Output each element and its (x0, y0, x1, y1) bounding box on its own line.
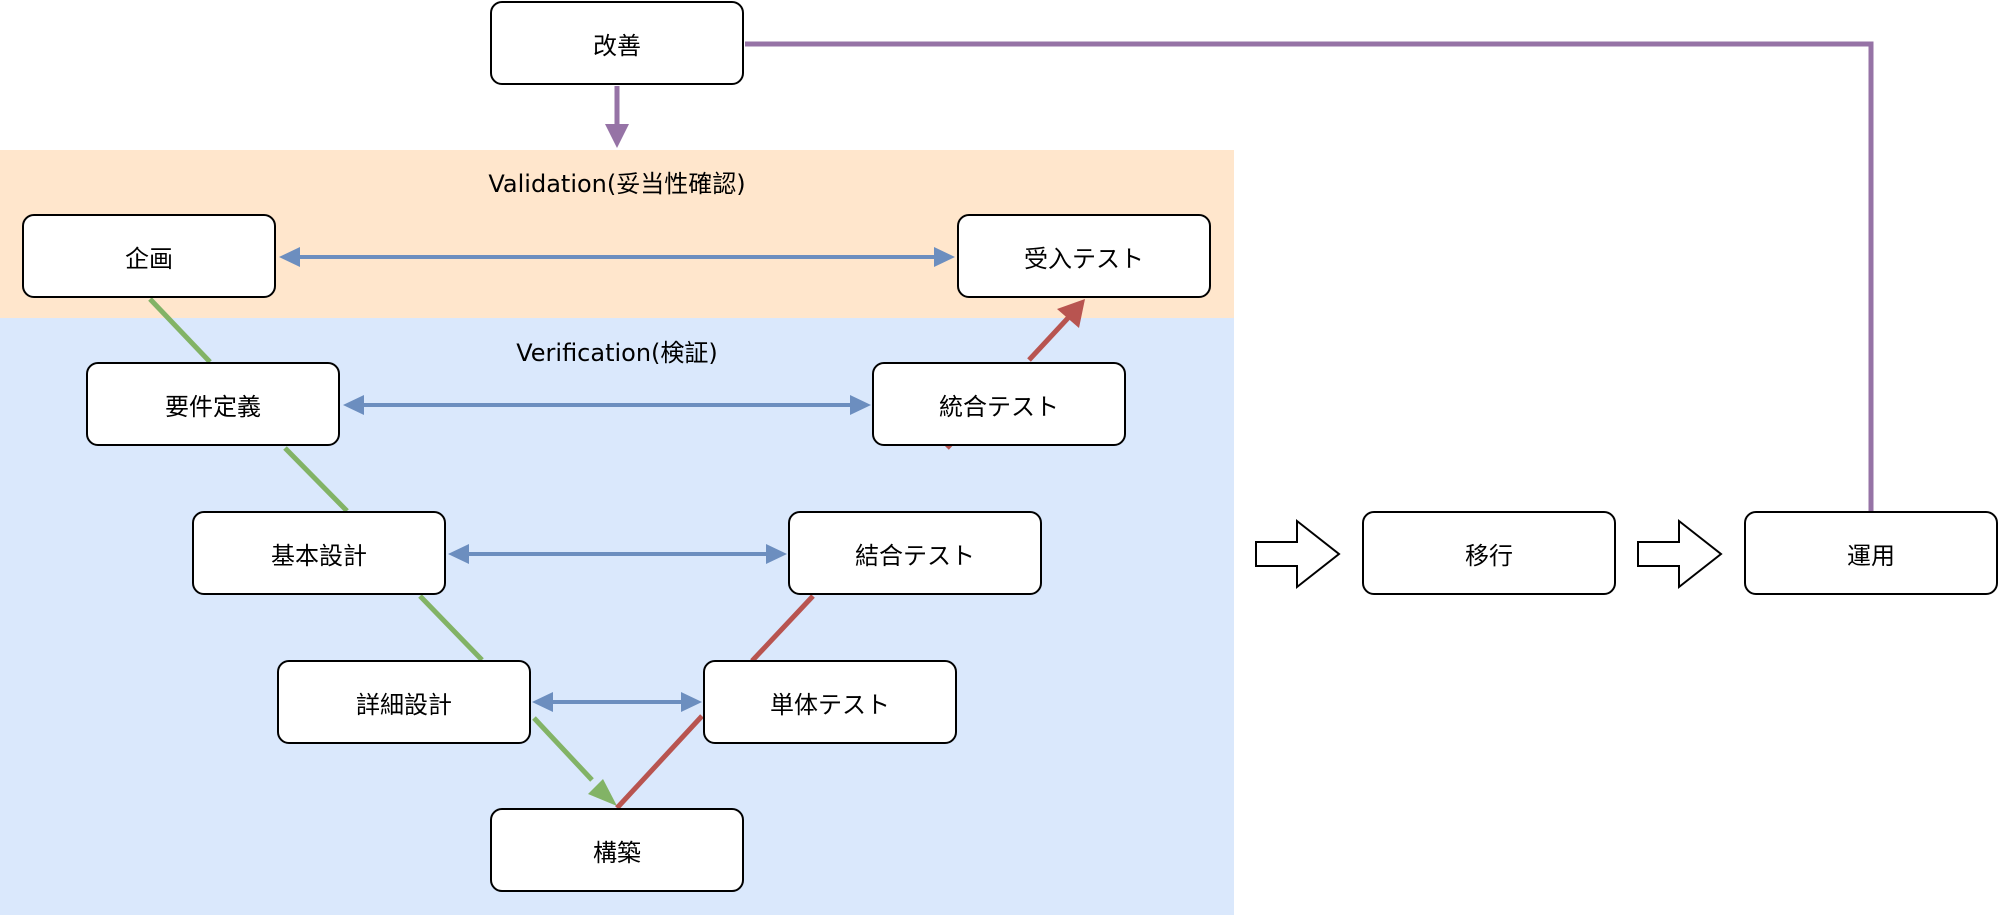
arrowhead-left (448, 544, 469, 564)
correspondence-arrows (279, 247, 955, 712)
node-tantai-test[interactable]: 単体テスト (703, 660, 957, 744)
arrowhead-left (343, 395, 364, 415)
node-youken-teigi[interactable]: 要件定義 (86, 362, 340, 446)
node-tougou-test[interactable]: 統合テスト (872, 362, 1126, 446)
node-kikaku[interactable]: 企画 (22, 214, 276, 298)
test-arrowhead (1057, 299, 1085, 328)
arrowhead-right (934, 247, 955, 267)
node-kihon-sekkei[interactable]: 基本設計 (192, 511, 446, 595)
flow-arrows (1255, 518, 1723, 590)
test-line (750, 594, 815, 663)
test-line (615, 714, 704, 810)
node-unyou[interactable]: 運用 (1744, 511, 1998, 595)
flow-arrow-icon (1637, 518, 1723, 590)
arrowhead-left (532, 692, 553, 712)
arrowhead-right (766, 544, 787, 564)
node-shousai-sekkei[interactable]: 詳細設計 (277, 660, 531, 744)
design-line (148, 297, 212, 364)
node-ketsugou-test[interactable]: 結合テスト (788, 511, 1042, 595)
kaizen-down-arrowhead (605, 124, 629, 148)
design-line (283, 446, 349, 513)
feedback-loop (605, 41, 1874, 512)
design-arrowhead (588, 779, 617, 806)
node-kaizen[interactable]: 改善 (490, 1, 744, 85)
design-path (148, 297, 617, 806)
feedback-line (745, 41, 1874, 512)
arrowhead-right (850, 395, 871, 415)
arrowhead-left (279, 247, 300, 267)
node-kouchiku[interactable]: 構築 (490, 808, 744, 892)
design-line (532, 716, 594, 782)
test-line (1027, 316, 1070, 362)
node-ukeire-test[interactable]: 受入テスト (957, 214, 1211, 298)
flow-arrow-icon (1255, 518, 1341, 590)
verification-label: Verification(検証) (516, 339, 718, 367)
arrowhead-right (681, 692, 702, 712)
design-line (418, 594, 484, 662)
validation-label: Validation(妥当性確認) (488, 170, 746, 198)
node-ikou[interactable]: 移行 (1362, 511, 1616, 595)
